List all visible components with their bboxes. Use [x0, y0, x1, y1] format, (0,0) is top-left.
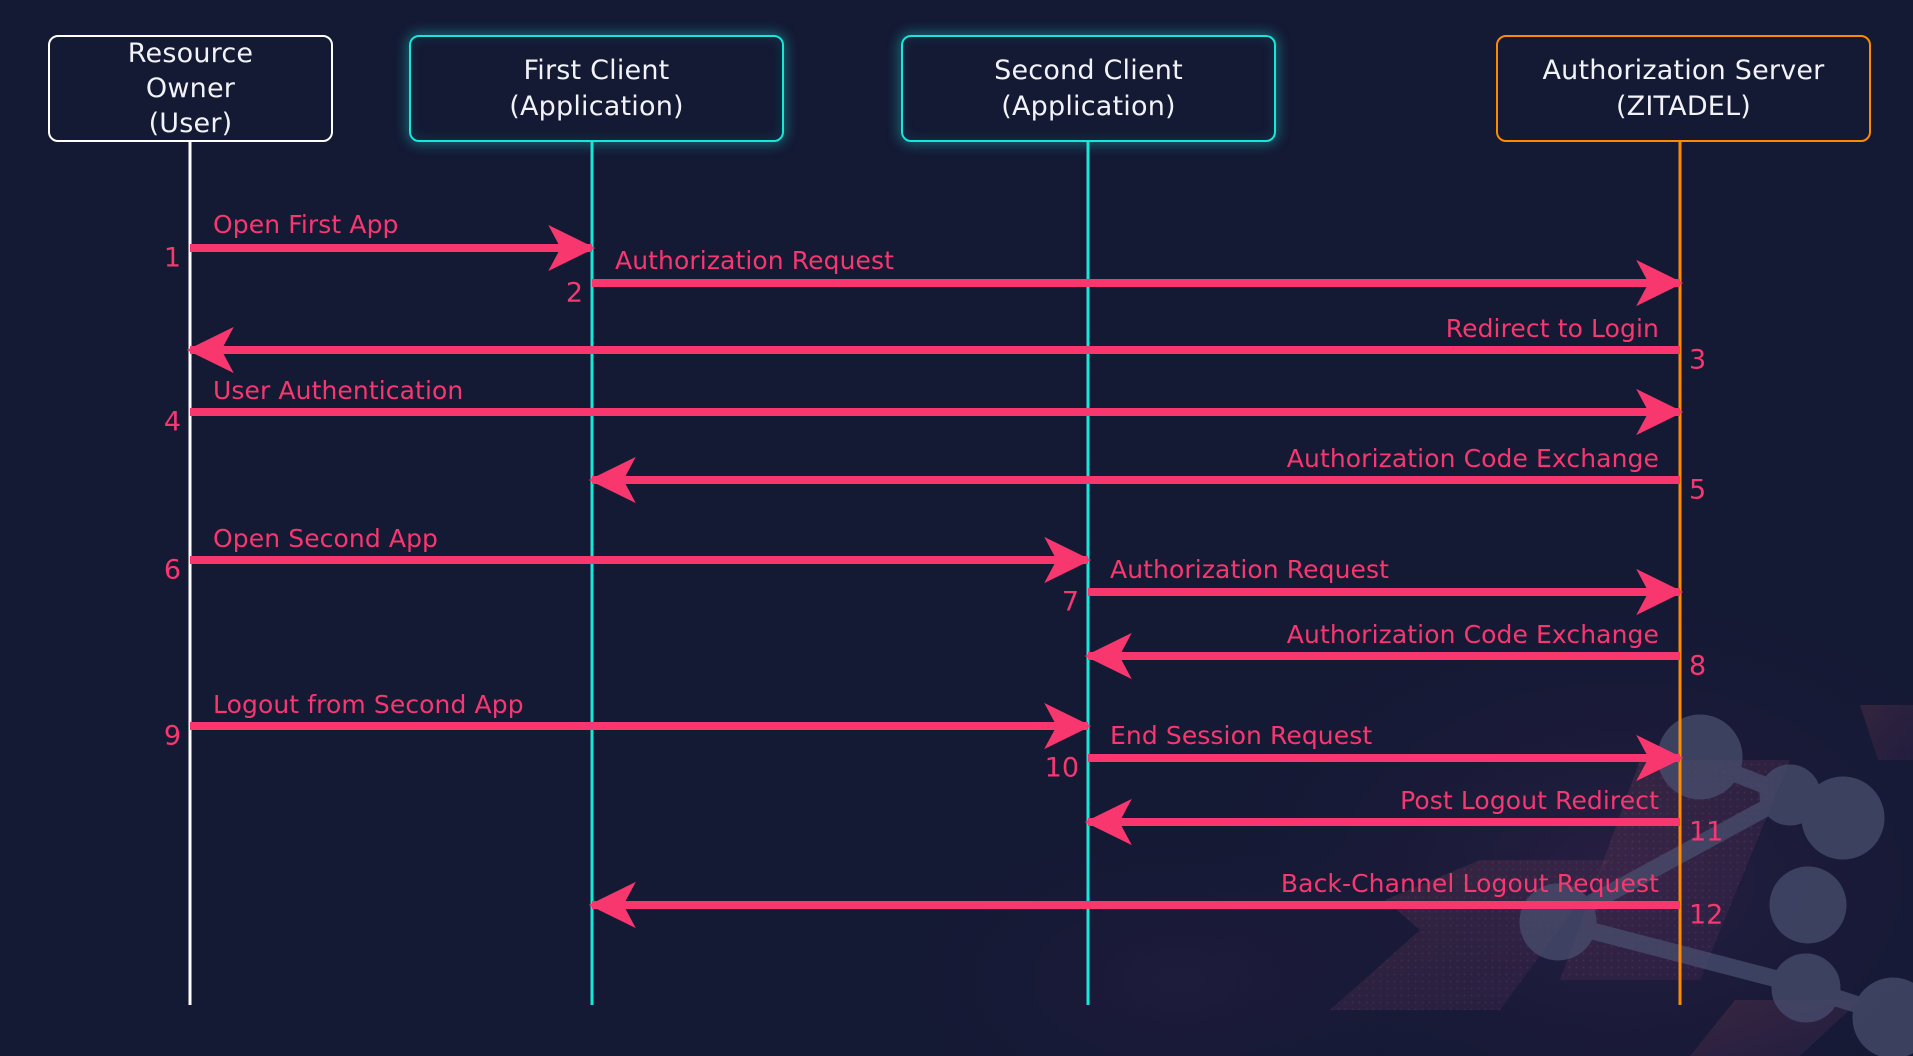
message-number-10: 10 [1044, 752, 1079, 784]
message-number-5: 5 [1689, 474, 1707, 506]
participant-label-user: Resource Owner (User) [127, 37, 254, 140]
participant-box-server[interactable]: Authorization Server (ZITADEL) [1496, 35, 1871, 142]
participant-box-client1[interactable]: First Client (Application) [409, 35, 784, 142]
participant-label-client1: First Client (Application) [509, 55, 684, 122]
arrows-group [186, 224, 1684, 929]
message-number-11: 11 [1689, 816, 1724, 848]
participant-label-client2: Second Client (Application) [994, 55, 1183, 122]
message-label-7: Authorization Request [1110, 555, 1390, 584]
message-number-9: 9 [163, 720, 181, 752]
message-label-4: User Authentication [213, 376, 464, 405]
participant-box-user[interactable]: Resource Owner (User) [48, 35, 333, 142]
message-number-8: 8 [1689, 650, 1707, 682]
message-number-3: 3 [1689, 344, 1707, 376]
message-number-12: 12 [1689, 899, 1724, 931]
message-number-1: 1 [163, 242, 181, 274]
message-number-2: 2 [565, 277, 583, 309]
participant-label-server: Authorization Server (ZITADEL) [1542, 55, 1825, 122]
message-number-4: 4 [163, 406, 181, 438]
message-label-11: Post Logout Redirect [1400, 786, 1659, 815]
message-number-7: 7 [1061, 586, 1079, 618]
message-label-6: Open Second App [213, 524, 439, 553]
message-label-8: Authorization Code Exchange [1286, 620, 1659, 649]
message-label-9: Logout from Second App [213, 690, 524, 719]
message-label-2: Authorization Request [615, 246, 895, 275]
message-number-6: 6 [163, 554, 181, 586]
message-label-10: End Session Request [1110, 721, 1373, 750]
message-label-3: Redirect to Login [1445, 314, 1659, 343]
participant-box-client2[interactable]: Second Client (Application) [901, 35, 1276, 142]
message-label-1: Open First App [213, 210, 399, 239]
message-label-12: Back-Channel Logout Request [1280, 869, 1659, 898]
message-label-5: Authorization Code Exchange [1286, 444, 1659, 473]
